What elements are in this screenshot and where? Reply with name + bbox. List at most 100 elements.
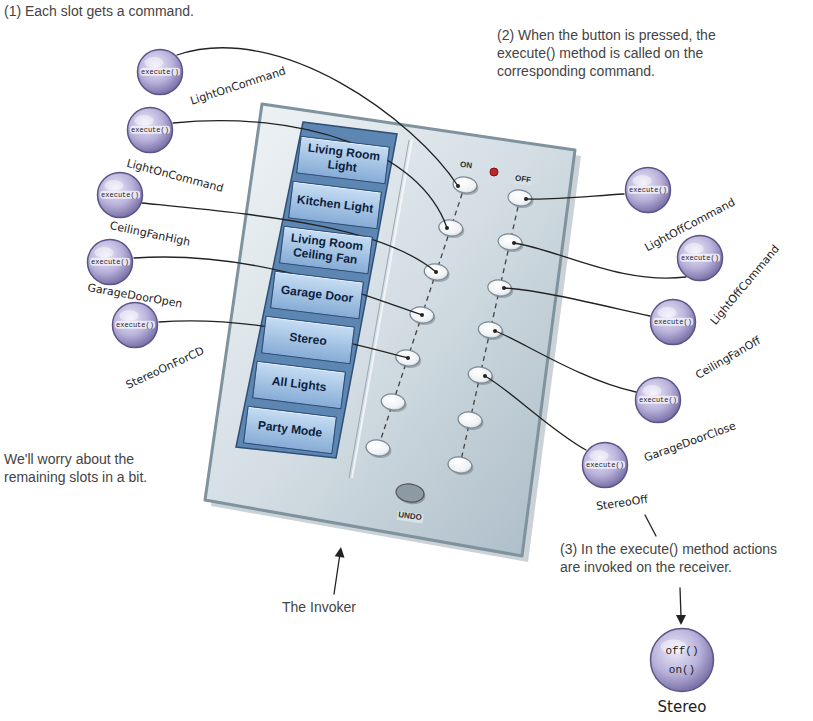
method-text: execute() <box>90 258 130 266</box>
method-text: execute() <box>100 191 140 199</box>
method-text: execute() <box>115 321 155 329</box>
command-circle: execute()StereoOff <box>581 441 629 489</box>
command-name: StereoOff <box>595 493 648 513</box>
pointer-arrow <box>334 557 340 594</box>
command-object <box>88 240 133 285</box>
highlight <box>642 385 661 396</box>
pointer-arrow <box>680 588 681 617</box>
leader-line <box>177 48 458 186</box>
highlight <box>134 115 153 126</box>
button-label: ON <box>458 161 473 172</box>
method-text: execute() <box>130 126 170 134</box>
method-text: execute() <box>140 68 180 76</box>
command-circle: execute()LightOnCommand <box>136 48 184 96</box>
command-object <box>678 236 723 281</box>
remote-body <box>200 100 585 565</box>
remote-outline <box>205 104 575 556</box>
method-text: execute() <box>680 254 720 262</box>
circle-outline <box>649 627 715 693</box>
slot-label-text: All Lights <box>271 375 327 395</box>
remote-button <box>423 262 449 281</box>
remote-button <box>477 320 503 339</box>
slot-label-text: Kitchen Light <box>296 193 374 216</box>
remote-button <box>395 348 421 367</box>
annotation-note: (1) Each slot gets a command. <box>4 2 304 20</box>
leader-line <box>526 194 624 199</box>
arrow-head <box>335 547 345 558</box>
command-name: LightOnCommand <box>189 64 288 107</box>
method-text: execute() <box>628 186 668 194</box>
command-circle: execute()LightOnCommand <box>126 106 174 154</box>
slot-label-text: Living Room Light <box>301 141 386 178</box>
method-text: off() <box>665 645 698 657</box>
invoker-label: The Invoker <box>282 598 402 616</box>
method-text: execute() <box>653 318 693 326</box>
slot-label-text: Party Mode <box>257 419 323 441</box>
command-name: CeilingFanOff <box>693 334 763 382</box>
undo-button <box>395 482 425 504</box>
slot-label-text: Stereo <box>289 331 328 349</box>
receiver-name: Stereo <box>658 698 707 716</box>
remote-button <box>507 188 533 207</box>
highlight <box>104 180 123 191</box>
line-end <box>524 197 528 201</box>
method-text: execute() <box>638 396 678 404</box>
leader-line <box>504 288 650 316</box>
line-end <box>483 374 487 378</box>
line-end <box>406 356 410 360</box>
command-circle: execute()GarageDoorClose <box>634 376 682 424</box>
command-circle: execute()CeilingFanHigh <box>96 171 144 219</box>
command-object <box>128 108 173 153</box>
receiver-circle: off()on()Stereo <box>649 627 715 693</box>
command-circle: execute()LightOffCommand <box>676 234 724 282</box>
leader-line <box>495 331 636 392</box>
remote-button <box>380 392 406 411</box>
line-end <box>434 270 438 274</box>
leader-line <box>485 376 586 450</box>
command-object <box>626 168 671 213</box>
remote-button <box>438 218 464 237</box>
highlight <box>119 310 138 321</box>
command-object <box>113 303 158 348</box>
annotation-note: We'll worry about the remaining slots in… <box>4 450 174 486</box>
leader-line <box>645 515 656 536</box>
command-name: GarageDoorClose <box>642 419 737 464</box>
remote-button <box>497 232 523 251</box>
line-end <box>493 329 497 333</box>
command-object <box>651 300 696 345</box>
remote-control: ONOFFUNDOLiving Room LightKitchen LightL… <box>200 100 585 565</box>
arrow-head <box>676 615 686 625</box>
command-circle: execute()StereoOnForCD <box>111 301 159 349</box>
remote-button <box>487 278 513 297</box>
remote-button <box>457 410 483 429</box>
command-object <box>636 378 681 423</box>
highlight <box>657 307 676 318</box>
leader-line <box>173 121 447 228</box>
command-object <box>583 443 628 488</box>
remote-button <box>447 455 473 474</box>
line-end <box>420 313 424 317</box>
highlight <box>589 450 608 461</box>
highlight <box>144 57 163 68</box>
command-object <box>651 629 714 692</box>
command-object <box>138 50 183 95</box>
highlight <box>632 175 651 186</box>
indicator-light <box>490 168 498 176</box>
highlight <box>684 243 703 254</box>
command-circle: execute()GarageDoorOpen <box>86 238 134 286</box>
highlight <box>94 247 113 258</box>
line-end <box>445 226 449 230</box>
slot-label-text: Living Room Ceiling Fan <box>284 231 369 268</box>
button-column-line <box>378 185 465 448</box>
command-circle: execute()LightOffCommand <box>624 166 672 214</box>
method-text: execute() <box>585 461 625 469</box>
command-object <box>98 173 143 218</box>
line-end <box>502 286 506 290</box>
remote-button <box>467 365 493 384</box>
command-name: StereoOnForCD <box>124 344 206 392</box>
remote-button <box>409 305 435 324</box>
remote-button <box>365 438 391 457</box>
remote-button <box>452 175 478 194</box>
